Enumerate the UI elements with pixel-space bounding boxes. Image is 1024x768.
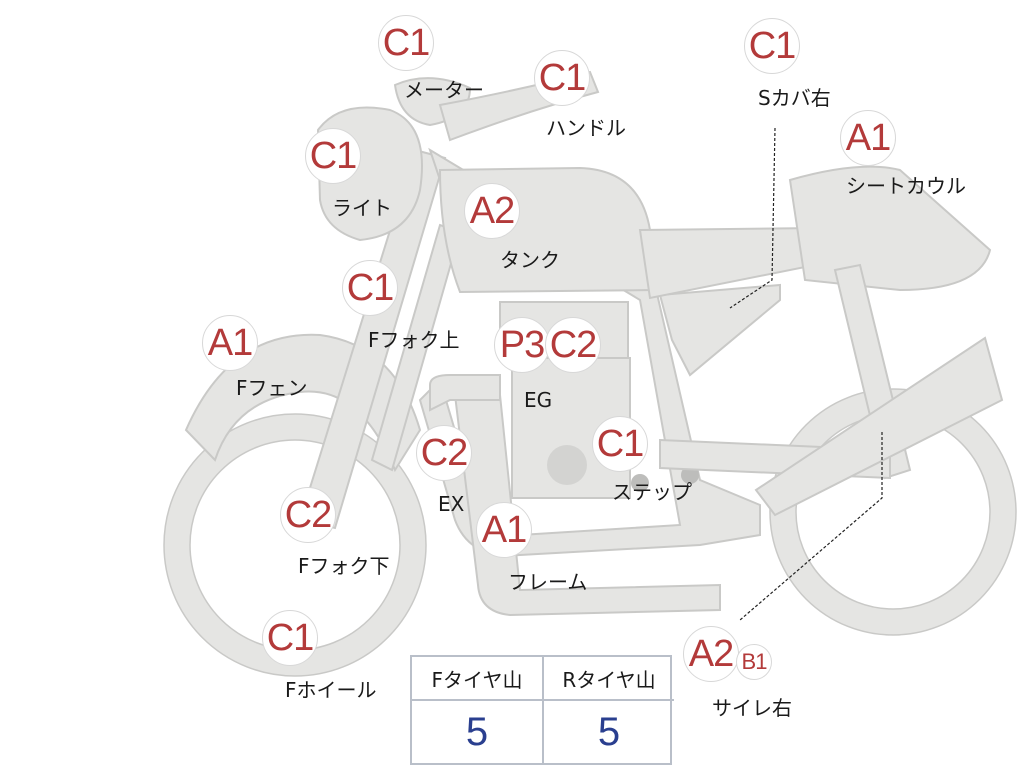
silencer-shape <box>754 336 1004 517</box>
grade-badge-meter: C1 <box>378 15 434 71</box>
exhaust-shape <box>429 374 501 412</box>
part-label-side-cover-right: Sカバ右 <box>758 86 831 110</box>
part-label-frame: フレーム <box>508 570 588 594</box>
tire-tread-table: Fタイヤ山 Rタイヤ山 5 5 <box>410 655 674 765</box>
part-label-step: ステップ <box>612 480 692 504</box>
grade-badge-silencer-b: B1 <box>736 644 772 680</box>
grade-badge-exhaust: C2 <box>416 425 472 481</box>
grade-badge-handle: C1 <box>534 50 590 106</box>
grade-badge-tank: A2 <box>464 183 520 239</box>
side-cover-shape <box>658 283 781 377</box>
part-label-silencer-right: サイレ右 <box>712 696 792 720</box>
grade-badge-silencer-a: A2 <box>683 626 739 682</box>
grade-badge-light: C1 <box>305 128 361 184</box>
seat-cowl-shape <box>788 165 992 292</box>
front-tire-header: Fタイヤ山 <box>412 657 542 701</box>
part-label-front-wheel: Fホイール <box>285 678 377 702</box>
grade-badge-frame: A1 <box>476 502 532 558</box>
grade-badge-engine-p: P3 <box>494 317 550 373</box>
table-divider <box>542 657 544 763</box>
part-label-light: ライト <box>332 196 392 220</box>
rear-tire-header: Rタイヤ山 <box>544 657 674 701</box>
grade-badge-front-fork-lower: C2 <box>280 487 336 543</box>
part-label-front-fender: Fフェン <box>236 376 308 400</box>
grade-badge-front-wheel: C1 <box>262 610 318 666</box>
part-label-exhaust: EX <box>438 492 465 516</box>
part-label-engine: EG <box>524 388 553 412</box>
grade-badge-front-fork-upper: C1 <box>342 260 398 316</box>
grade-badge-side-cover-right: C1 <box>744 18 800 74</box>
front-tire-value: 5 <box>465 709 489 754</box>
rear-tire-value: 5 <box>597 709 621 754</box>
grade-badge-engine-c: C2 <box>545 317 601 373</box>
part-label-seat-cowl: シートカウル <box>846 174 966 198</box>
part-label-front-fork-upper: Fフォク上 <box>368 328 460 352</box>
part-label-front-fork-lower: Fフォク下 <box>298 554 390 578</box>
grade-badge-front-fender: A1 <box>202 315 258 371</box>
part-label-handle: ハンドル <box>546 116 626 140</box>
part-label-tank: タンク <box>500 248 560 272</box>
part-label-meter: メーター <box>404 78 484 102</box>
grade-badge-step: C1 <box>592 416 648 472</box>
grade-badge-seat-cowl: A1 <box>840 110 896 166</box>
